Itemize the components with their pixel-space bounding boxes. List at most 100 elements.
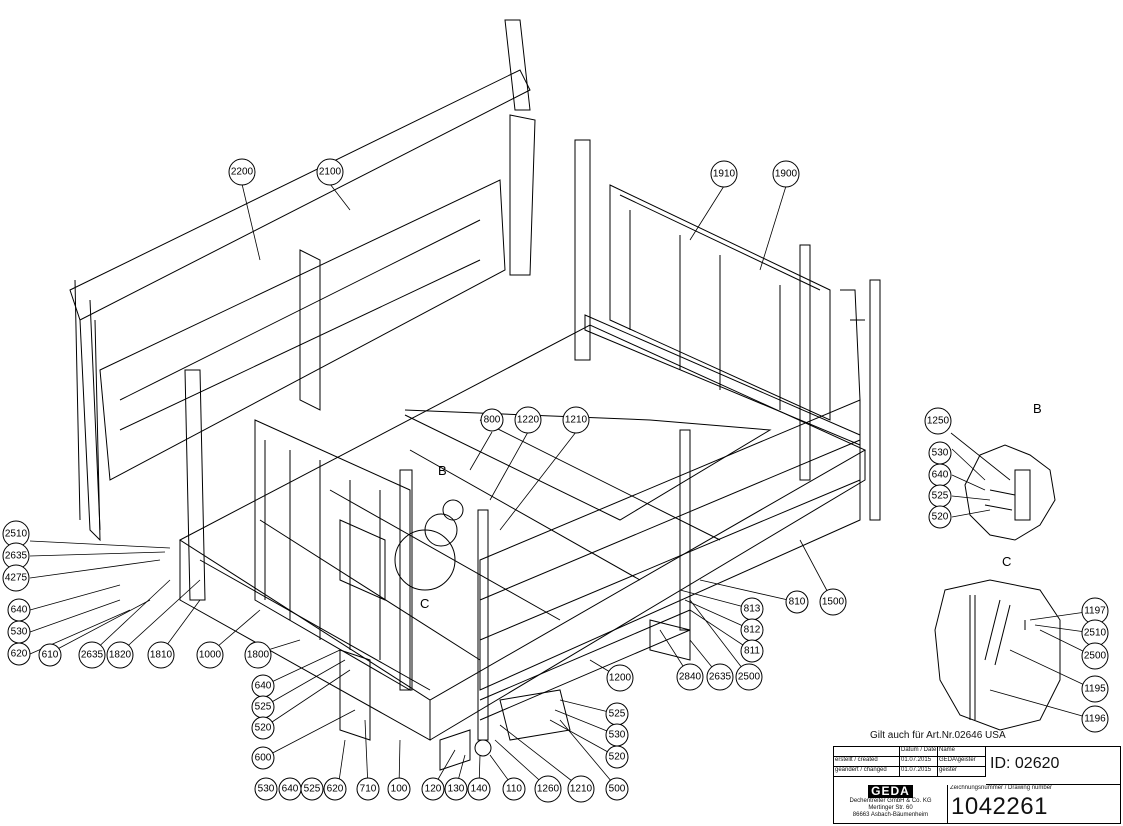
- geda-logo: GEDA: [868, 785, 913, 798]
- callout-label: 530: [932, 448, 949, 459]
- callout-label: 620: [11, 649, 28, 660]
- tb-hdr-name: Name: [938, 747, 986, 757]
- callout-label: 1900: [775, 169, 798, 180]
- callout-2200: 2200: [228, 158, 256, 186]
- detail-c-title: C: [1002, 554, 1011, 569]
- callout-label: 800: [484, 415, 501, 426]
- callout-2500: 2500: [735, 663, 763, 691]
- callout-2635: 2635: [2, 542, 30, 570]
- tb-created-date: 01.07.2015: [900, 757, 938, 767]
- callout-520: 520: [251, 716, 275, 740]
- callout-620: 620: [323, 777, 347, 801]
- callout-label: 2500: [1084, 651, 1107, 662]
- callout-530: 530: [7, 620, 31, 644]
- callout-1910: 1910: [710, 160, 738, 188]
- note-also-valid: Gilt auch für Art.Nr.02646 USA: [870, 730, 1006, 741]
- posts: [442, 279, 881, 757]
- callout-640: 640: [251, 674, 275, 698]
- right-side-frame: [479, 289, 865, 721]
- callout-label: 530: [11, 627, 28, 638]
- callout-525: 525: [928, 484, 952, 508]
- callout-label: 1910: [713, 169, 736, 180]
- detail-b-title: B: [1033, 401, 1042, 416]
- callout-1000: 1000: [196, 641, 224, 669]
- callout-label: 525: [609, 709, 626, 720]
- callout-4275: 4275: [2, 564, 30, 592]
- tb-changed-label: geändert / changed: [834, 767, 900, 777]
- callout-530: 530: [928, 441, 952, 465]
- rear-gate: [69, 19, 536, 542]
- callout-811: 811: [740, 639, 764, 663]
- callout-label: 811: [744, 646, 760, 657]
- callout-label: 1000: [199, 650, 222, 661]
- callout-1220: 1220: [514, 406, 542, 434]
- callout-520: 520: [605, 745, 629, 769]
- callout-120: 120: [421, 777, 445, 801]
- detail-b-outline: [964, 444, 1056, 541]
- tb-id: ID: 02620: [986, 747, 1120, 785]
- callout-label: 2635: [81, 650, 104, 661]
- base-platform: [179, 324, 867, 741]
- bottom-parts: [339, 619, 691, 771]
- detail-c-marker: [394, 529, 456, 591]
- callout-label: 1260: [537, 784, 560, 795]
- callout-530: 530: [254, 777, 278, 801]
- callout-label: 130: [448, 784, 465, 795]
- callout-label: 620: [327, 784, 344, 795]
- callout-2635: 2635: [706, 663, 734, 691]
- callout-label: 640: [282, 784, 299, 795]
- callout-813: 813: [740, 597, 764, 621]
- callout-1250: 1250: [924, 407, 952, 435]
- callout-2840: 2840: [676, 663, 704, 691]
- tb-created-label: erstellt / created: [834, 757, 900, 767]
- callout-812: 812: [740, 618, 764, 642]
- callout-525: 525: [300, 777, 324, 801]
- callout-label: 140: [471, 784, 488, 795]
- leader-lines: [29, 183, 1094, 789]
- callout-label: 600: [255, 753, 272, 764]
- callout-label: 100: [391, 784, 408, 795]
- callout-label: 1800: [247, 650, 270, 661]
- callout-label: 1210: [565, 415, 588, 426]
- tb-created-name: GEDA\geister: [938, 757, 986, 767]
- callout-label: 1220: [517, 415, 540, 426]
- callout-label: 2200: [231, 167, 254, 178]
- callout-100: 100: [387, 777, 411, 801]
- callout-label: 640: [932, 470, 949, 481]
- callout-2510: 2510: [2, 520, 30, 548]
- callout-2100: 2100: [316, 158, 344, 186]
- callout-label: 710: [360, 784, 377, 795]
- callout-label: 120: [425, 784, 442, 795]
- callout-label: 1196: [1084, 714, 1106, 725]
- detail-c-outline: [934, 579, 1061, 731]
- callout-label: 640: [255, 681, 272, 692]
- callout-label: 520: [609, 752, 626, 763]
- callout-2500: 2500: [1081, 642, 1109, 670]
- callout-600: 600: [251, 746, 275, 770]
- callout-640: 640: [928, 463, 952, 487]
- callout-label: 110: [506, 784, 522, 795]
- tb-changed-name: geister: [938, 767, 986, 777]
- callout-530: 530: [605, 723, 629, 747]
- callout-label: 500: [609, 784, 626, 795]
- callout-label: 525: [304, 784, 321, 795]
- callout-label: 4275: [5, 573, 28, 584]
- callout-label: 2100: [319, 167, 342, 178]
- callout-label: 530: [258, 784, 275, 795]
- view-c-label: C: [420, 596, 429, 611]
- callout-1196: 1196: [1081, 705, 1109, 733]
- view-b-label: B: [438, 463, 447, 478]
- callout-label: 610: [42, 650, 59, 661]
- callout-label: 525: [932, 491, 949, 502]
- tb-company: Dechentreiter GmbH & Co. KG: [849, 798, 932, 804]
- callout-1500: 1500: [819, 588, 847, 616]
- callout-620: 620: [7, 642, 31, 666]
- callout-label: 2840: [679, 672, 702, 683]
- callout-110: 110: [502, 777, 526, 801]
- callout-label: 2635: [709, 672, 732, 683]
- callout-label: 2500: [738, 672, 761, 683]
- callout-label: 640: [11, 605, 28, 616]
- callout-525: 525: [251, 695, 275, 719]
- callout-640: 640: [7, 598, 31, 622]
- callout-500: 500: [605, 777, 629, 801]
